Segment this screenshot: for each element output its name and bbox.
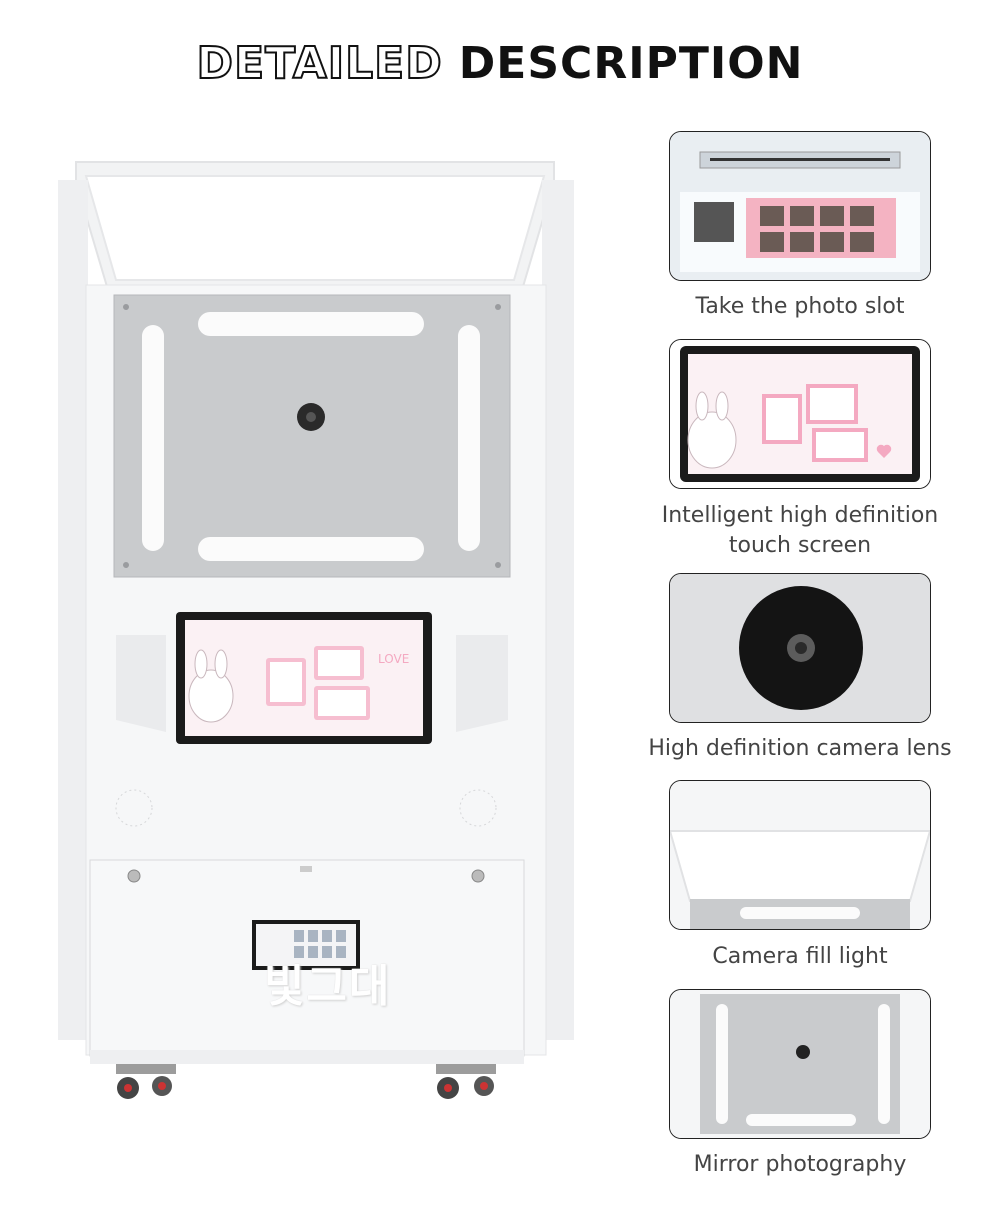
caption-touch-screen: Intelligent high definition touch screen	[661, 503, 939, 558]
detail-card-mirror	[669, 989, 931, 1139]
caption-camera-lens: High definition camera lens	[648, 736, 952, 761]
detail-card-fill-light	[669, 780, 931, 930]
heading-solid-word: DESCRIPTION	[458, 38, 804, 89]
screen-love-text: LOVE	[378, 652, 409, 666]
booth-brand-logo: 빛그대	[264, 961, 392, 1012]
camera-lens-icon	[670, 574, 930, 722]
touch-screen-icon	[670, 340, 930, 488]
photo-booth-kiosk: LOVE 빛그대	[56, 160, 576, 1110]
caption-mirror: Mirror photography	[693, 1152, 907, 1177]
mirror-icon	[670, 990, 930, 1138]
detail-card-camera-lens	[669, 573, 931, 723]
photo-booth-drawing: LOVE	[58, 161, 574, 1099]
detail-card-photo-slot	[669, 131, 931, 281]
caption-photo-slot: Take the photo slot	[695, 294, 905, 319]
detail-card-touch-screen	[669, 339, 931, 489]
page-heading: DETAILED DESCRIPTION	[0, 37, 1000, 90]
fill-light-icon	[670, 781, 930, 929]
heading-outline-word: DETAILED	[196, 37, 443, 90]
caption-fill-light: Camera fill light	[712, 944, 888, 969]
photo-slot-icon	[670, 132, 930, 280]
